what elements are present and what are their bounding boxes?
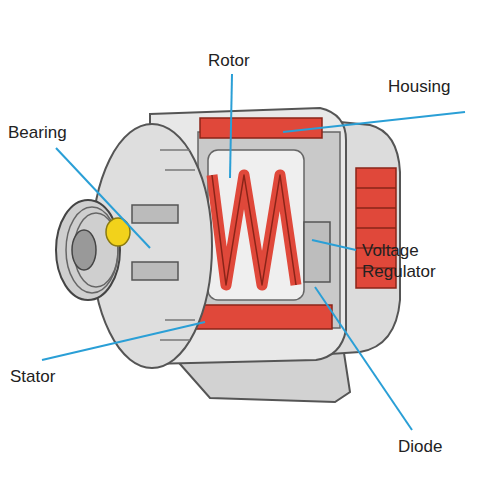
part-label: Rotor <box>208 50 250 71</box>
pulley-grooves <box>66 207 118 293</box>
stator-bottom <box>194 305 332 329</box>
pulley <box>56 200 120 300</box>
regulator-block <box>304 222 330 282</box>
cover-boss <box>132 262 178 280</box>
part-label: Stator <box>10 366 55 387</box>
pulley-hub <box>72 230 96 270</box>
leader-line <box>283 112 465 132</box>
leader-line <box>312 240 356 250</box>
part-label: Diode <box>398 436 442 457</box>
stator-top <box>200 118 322 138</box>
part-label: Housing <box>388 76 450 97</box>
rotor-coil-edge <box>212 175 296 285</box>
leader-line <box>230 74 232 178</box>
cutaway-interior <box>198 132 340 328</box>
cover-vents <box>160 150 195 340</box>
part-label: Voltage Regulator <box>362 240 472 282</box>
cover-boss <box>132 205 178 223</box>
leader-line <box>42 322 205 360</box>
leader-line <box>56 148 150 248</box>
rotor-coil <box>212 175 296 285</box>
rotor-core <box>208 150 304 300</box>
leader-line <box>315 287 412 430</box>
part-label: Bearing <box>8 122 67 143</box>
